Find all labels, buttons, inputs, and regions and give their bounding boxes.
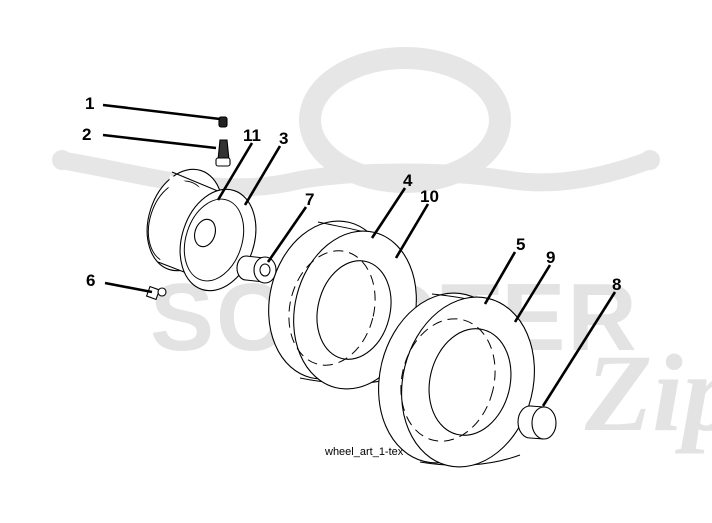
callout-2: 2: [82, 125, 91, 144]
part-valve-cap: [218, 116, 228, 128]
callout-5: 5: [516, 235, 525, 254]
part-bushing: [236, 255, 277, 284]
part-grease-fitting: [145, 285, 167, 301]
callout-10: 10: [420, 187, 439, 206]
diagram-caption: wheel_art_1-tex: [324, 446, 404, 458]
callout-6: 6: [86, 271, 95, 290]
callout-4: 4: [403, 171, 413, 190]
callout-labels: 1 2 11 3 7 4 10 5 9 8 6: [82, 94, 621, 294]
watermark-text-script: Zip: [584, 332, 712, 454]
part-tire-outer: [378, 292, 535, 468]
callout-8: 8: [612, 275, 621, 294]
callout-11: 11: [243, 126, 261, 145]
callout-9: 9: [546, 248, 555, 267]
callout-1: 1: [85, 94, 94, 113]
leader-lines: [102, 103, 617, 407]
callout-7: 7: [305, 190, 314, 209]
callout-3: 3: [279, 129, 288, 148]
part-valve-stem: [215, 139, 231, 167]
part-hub-cap: [517, 405, 557, 440]
